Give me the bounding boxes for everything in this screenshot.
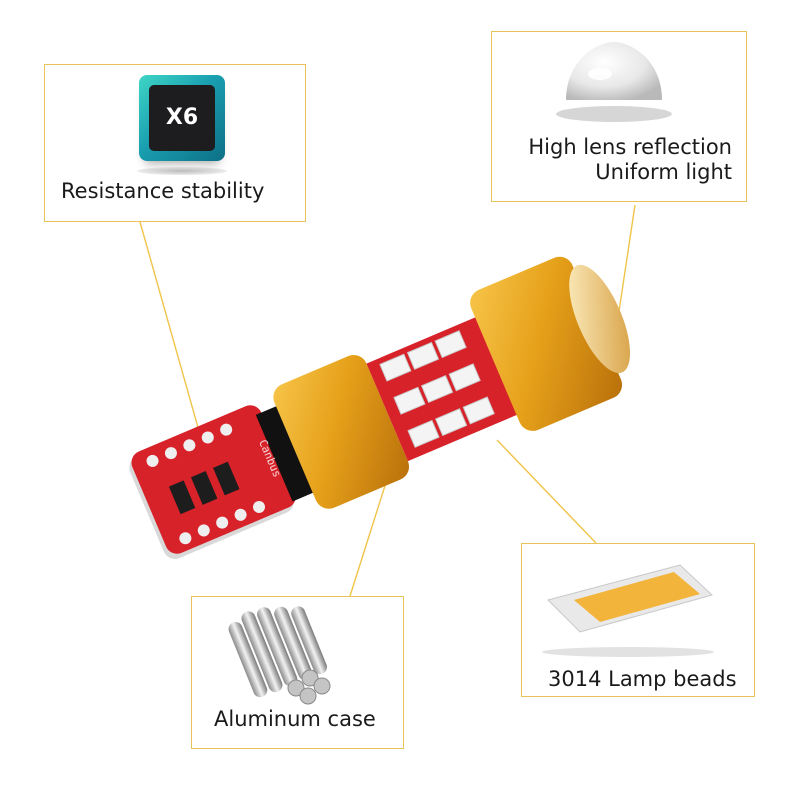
lens-label-line1: High lens reflection [528,135,732,159]
lens-label-line2: Uniform light [595,160,732,184]
aluminum-callout: Aluminum case [191,596,404,749]
resistance-callout: X6 Resistance stability [44,64,306,222]
chip-face: X6 [149,85,215,151]
chip-label: X6 [165,105,199,130]
aluminum-label: Aluminum case [214,707,376,731]
x6-chip-icon: X6 [139,75,225,161]
chip-shadow [137,167,227,175]
led-bulb [129,256,631,559]
resistance-label: Resistance stability [61,179,265,203]
lens-callout: High lens reflection Uniform light [491,31,747,202]
aluminum-rods-icon [228,606,331,705]
lens-icon [556,42,672,122]
lamp-bead-icon [542,564,714,657]
lamp-beads-label: 3014 Lamp beads [548,667,737,691]
lamp-beads-callout: 3014 Lamp beads [521,543,755,697]
